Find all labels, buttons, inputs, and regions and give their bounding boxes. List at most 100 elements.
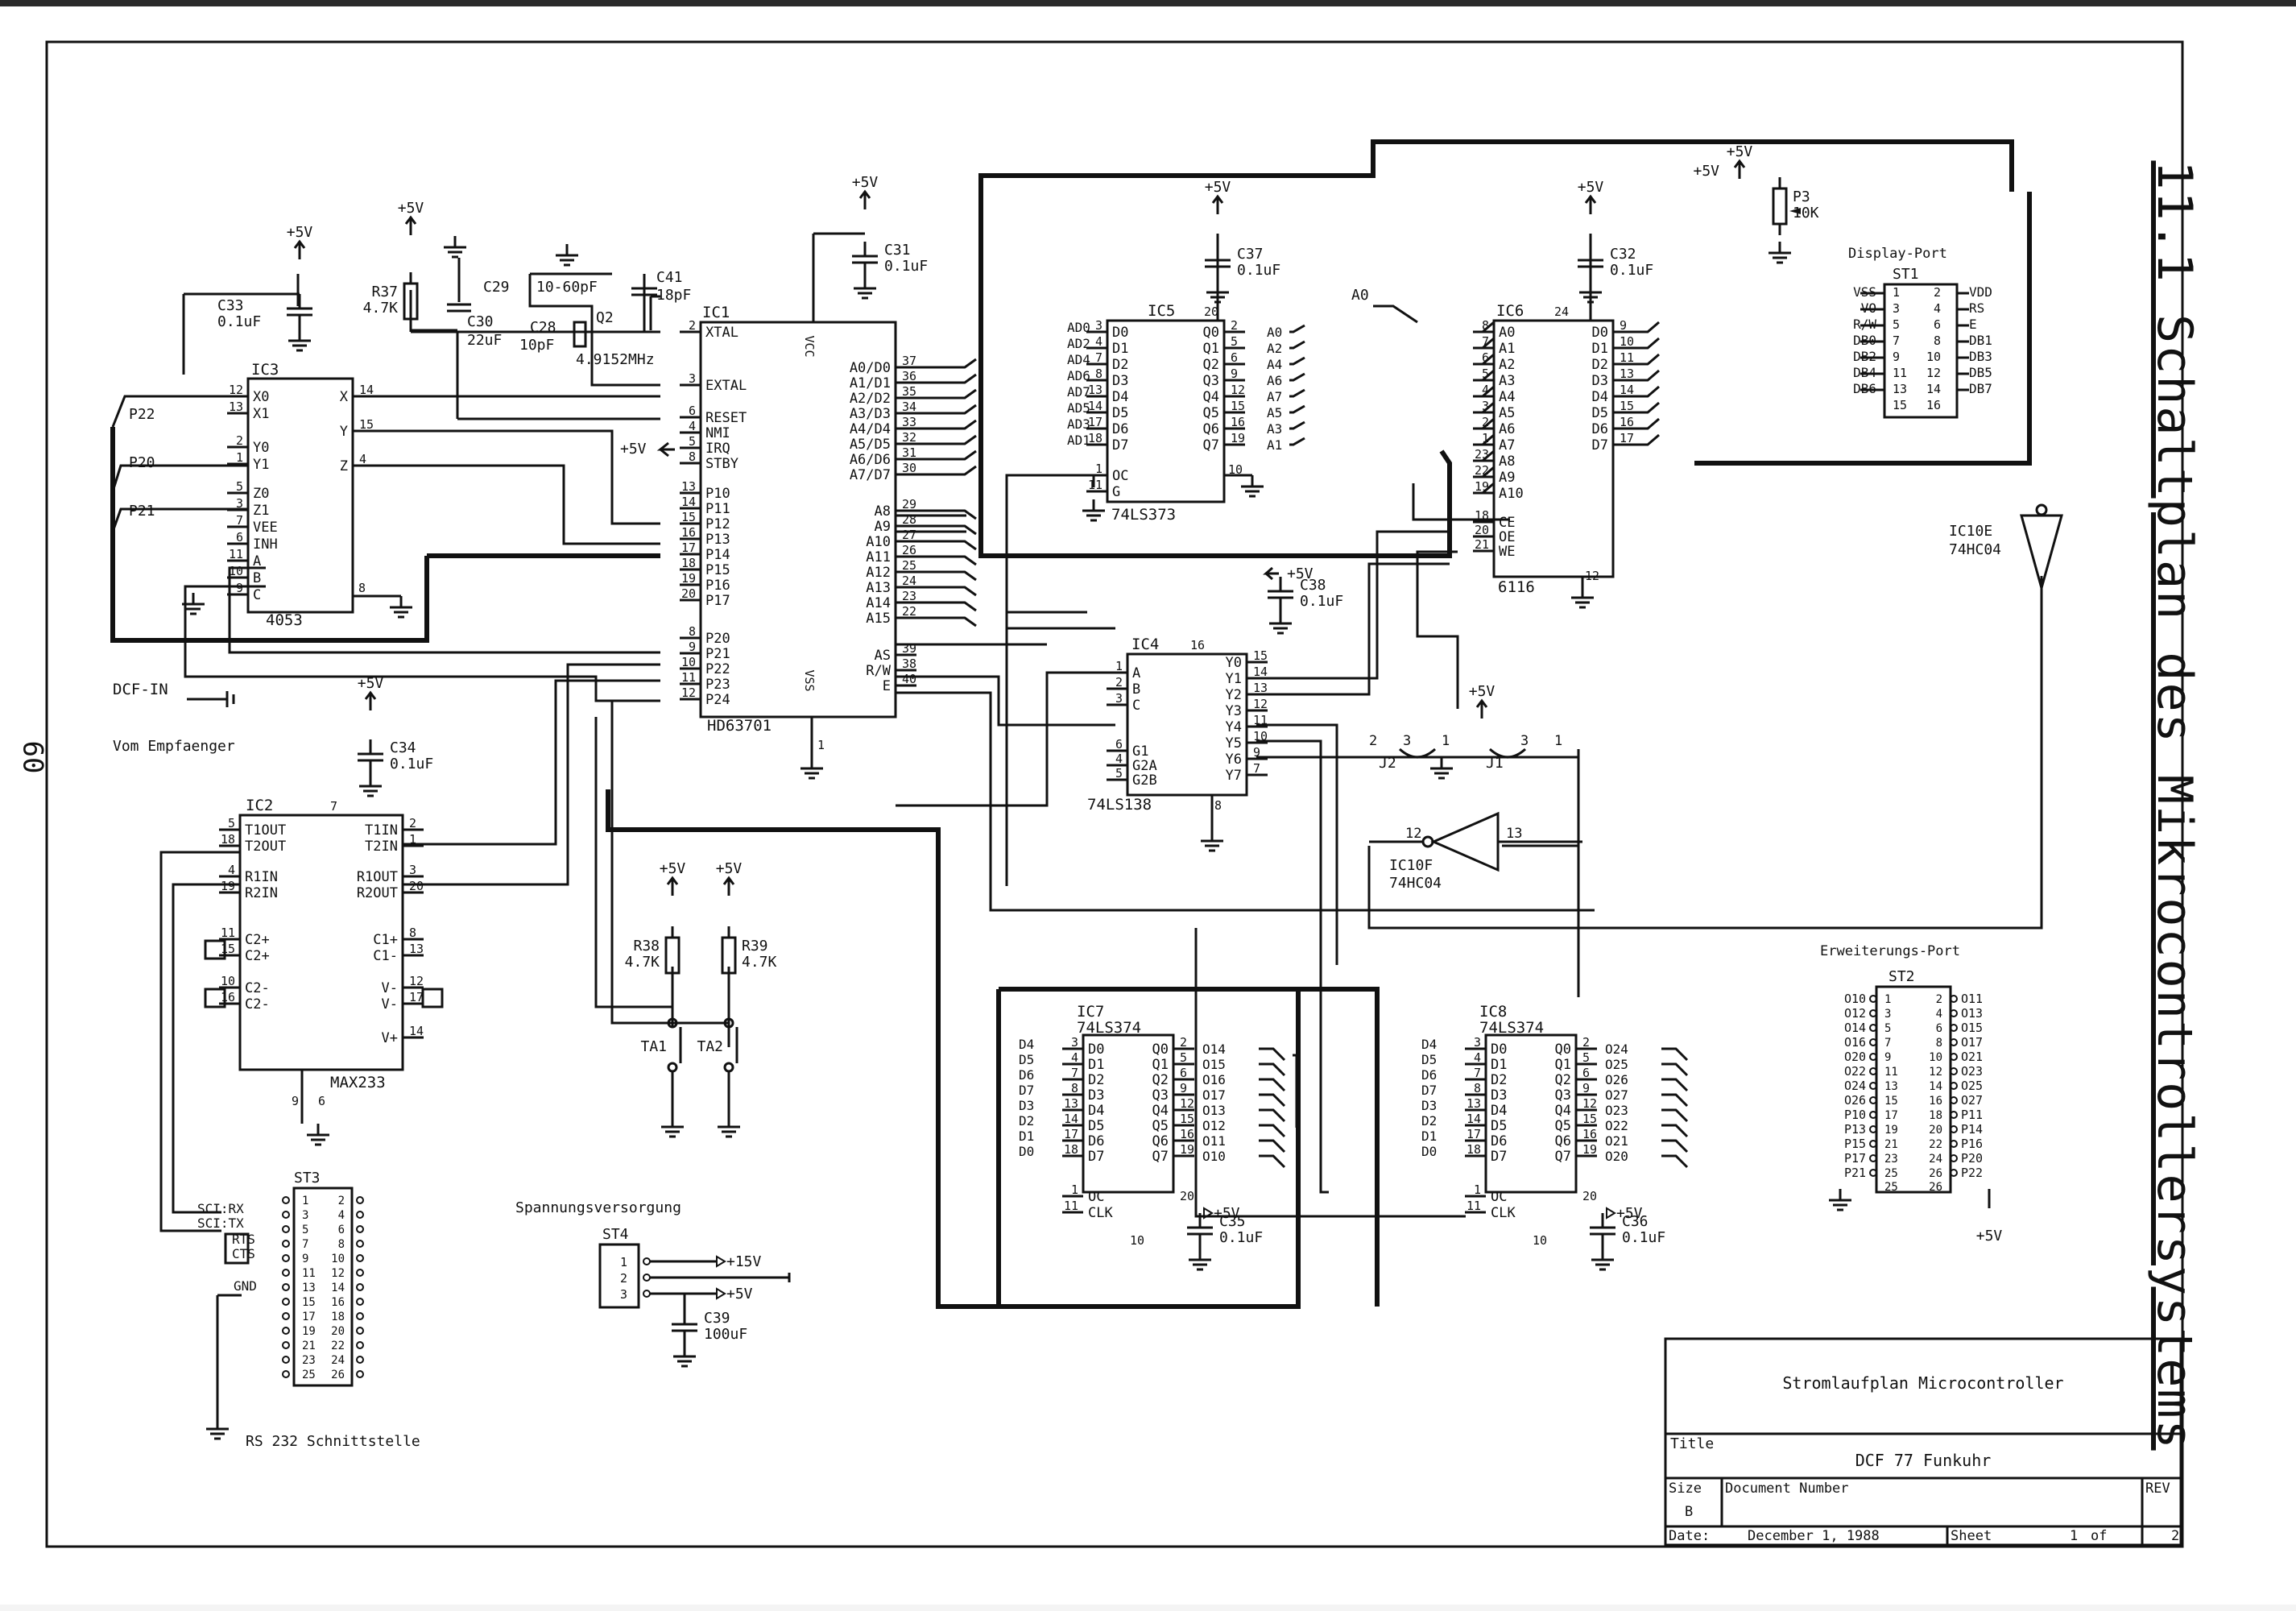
ic10f-triangle — [1430, 811, 1500, 872]
st1-right-rs: RS — [1969, 300, 1984, 316]
st2-right-pin — [1950, 995, 1958, 1003]
ic7-pin-number: 13 — [1064, 1096, 1078, 1111]
ic8-pin-number: 10 — [1533, 1233, 1547, 1248]
ic2-ref: IC2 — [246, 797, 273, 814]
ic4-pin-number: 5 — [1115, 766, 1123, 781]
ic3-pin-y0: Y0 — [253, 440, 269, 456]
ic5-pin-d3: D3 — [1112, 373, 1128, 389]
st3-right-pin — [356, 1240, 364, 1248]
ic2-pin-number: 18 — [221, 832, 235, 847]
st2-pin-number: 16 — [1929, 1095, 1942, 1108]
st2-left-p13: P13 — [1844, 1122, 1866, 1137]
net-label-p20: P20 — [129, 454, 155, 471]
ic8-pin-number: 7 — [1474, 1066, 1481, 1080]
st1-pin-number: 3 — [1893, 301, 1900, 316]
ic1-pin-a0-d0: A0/D0 — [850, 360, 891, 376]
c39-value: 100uF — [704, 1326, 747, 1343]
ic1-pin-p12: P12 — [705, 516, 730, 532]
ic2-pin-r1out: R1OUT — [357, 869, 398, 885]
ic4-pin-y2: Y2 — [1226, 687, 1242, 703]
sheet-value: 1 — [2070, 1528, 2078, 1544]
c35-ground — [1189, 1249, 1211, 1271]
ic7-pin-d2: D2 — [1088, 1072, 1104, 1088]
st1-pin-number: 9 — [1893, 350, 1900, 364]
ic1-pin-p15: P15 — [705, 562, 730, 578]
ic2-pin-t1out: T1OUT — [245, 822, 286, 839]
ic4-body — [1126, 652, 1248, 797]
ic6-pin-number: 22 — [1475, 463, 1489, 478]
ic6-pin-a4: A4 — [1499, 389, 1515, 405]
ic2-pin-t2in: T2IN — [365, 839, 398, 855]
ic7-pin-q7: Q7 — [1152, 1149, 1169, 1165]
ic1-pin-r-w: R/W — [866, 663, 891, 679]
ic4-pin-y1: Y1 — [1226, 671, 1242, 687]
ic7-pin-d1: D1 — [1088, 1057, 1104, 1073]
ic2-pin-number: 14 — [409, 1024, 424, 1038]
c32-vcc-arrow — [1584, 194, 1597, 204]
ic7-pin-d4: D4 — [1088, 1103, 1104, 1119]
ic5-pin-number: 13 — [1088, 383, 1102, 397]
ic5-q-bus-entry — [1289, 324, 1305, 333]
ic6-pin-d1: D1 — [1592, 341, 1608, 357]
st3-pin-number: 22 — [331, 1340, 345, 1352]
ic6-a-bus-entry — [1474, 353, 1495, 366]
p3-ground — [1769, 242, 1791, 264]
ic7-pin-q6: Q6 — [1152, 1133, 1169, 1149]
bus-wires — [110, 139, 2032, 1309]
st4-ref: ST4 — [602, 1226, 629, 1243]
ic7-pin-q2: Q2 — [1152, 1072, 1169, 1088]
ic1-pin-number: 4 — [689, 419, 696, 433]
ic8-ctl-pin-number: 1 — [1474, 1182, 1481, 1197]
ic1-a-bus-entry — [916, 540, 977, 551]
c31-ground — [854, 277, 876, 300]
ic1-pin-number: 8 — [689, 449, 696, 464]
ic6-a-bus-entry — [1474, 401, 1495, 414]
ic1-pin-number: 25 — [902, 558, 916, 573]
st2-left-o16: O16 — [1844, 1035, 1866, 1050]
title-block-heading: Stromlaufplan Microcontroller — [1782, 1373, 2063, 1393]
ic4-pin-number: 13 — [1253, 681, 1268, 695]
ic2-ground — [307, 1124, 329, 1146]
ic7-in-net-d6: D6 — [1019, 1067, 1034, 1083]
ic1-pin-number: 24 — [902, 574, 916, 588]
ic1-pin-number: 38 — [902, 656, 916, 671]
st1-pin-number: 6 — [1934, 317, 1941, 332]
ic4-pin-number: 14 — [1253, 665, 1268, 679]
st3-pin-number: 5 — [302, 1224, 308, 1236]
p3-body — [1772, 187, 1788, 226]
ic3-pin-x1: X1 — [253, 406, 269, 422]
ic5-ctl-pin-oc: OC — [1112, 468, 1128, 484]
q2-value: 4.9152MHz — [576, 351, 655, 368]
st3-pin-number: 10 — [331, 1253, 345, 1265]
st2-pin-number: 22 — [1929, 1138, 1942, 1151]
st2-left-pin — [1869, 1111, 1877, 1119]
ic6-d-bus-entry — [1634, 417, 1660, 430]
ic6-pin-a0: A0 — [1499, 325, 1515, 341]
ic2-pin-c2-: C2+ — [245, 948, 270, 964]
ic3-pin-number: 9 — [236, 581, 243, 595]
ic8-pin-number: 9 — [1582, 1081, 1590, 1095]
ic1-pin-number: 28 — [902, 512, 916, 527]
ic1-a-bus-entry — [916, 555, 977, 566]
ic7-ctl-pin-number: 1 — [1071, 1182, 1078, 1197]
ic7-pin-number: 10 — [1130, 1233, 1144, 1248]
st2-pin-number: 1 — [1884, 993, 1891, 1006]
st1-pin-number: 1 — [1893, 285, 1900, 300]
scan-bottom-edge — [0, 1605, 2296, 1611]
ic3-pin-number: 13 — [229, 400, 243, 414]
st2-right-pin — [1950, 1024, 1958, 1032]
st2-ground — [1829, 1189, 1851, 1211]
ic2-pin-r2in: R2IN — [245, 885, 278, 901]
ic3-body — [246, 377, 354, 614]
ic6-ctl-pin-oe: OE — [1499, 529, 1515, 545]
c30-ref: C30 — [467, 313, 494, 330]
ic1-ad-bus-entry — [916, 434, 977, 445]
ic3-pin-number: 3 — [236, 496, 243, 511]
ic5-pin-number: 10 — [1228, 462, 1243, 477]
ic6-pin-number: 16 — [1620, 415, 1634, 429]
ic6-a-bus-entry — [1474, 466, 1495, 478]
ic4-pin-number: 15 — [1253, 648, 1268, 663]
r39-vcc-label: +5V — [716, 860, 743, 877]
side-title: 11.1 Schaltplan des Mikrocontrollersyste… — [2146, 160, 2203, 1451]
st3-signal-gnd: GND — [234, 1278, 257, 1294]
